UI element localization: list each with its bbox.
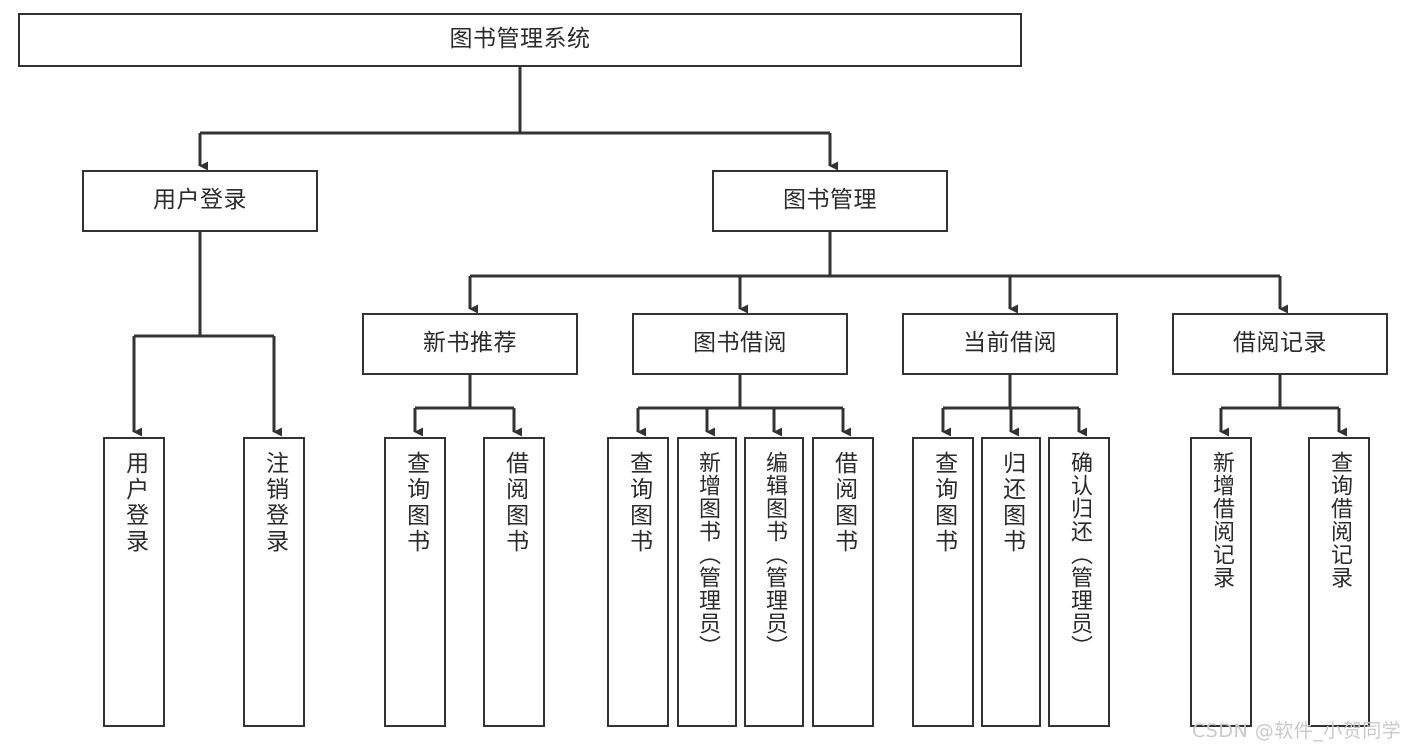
node-leaf-user-login[interactable]: 用户登录 [103,437,165,727]
node-leaf-add-book[interactable]: 新增图书（管理员） [677,437,737,727]
node-leaf-query-record[interactable]: 查询借阅记录 [1308,437,1370,727]
node-leaf-return-book[interactable]: 归还图书 [981,437,1041,727]
node-new-book-recommend[interactable]: 新书推荐 [362,313,578,375]
node-user-login[interactable]: 用户登录 [82,170,318,232]
node-leaf-edit-book[interactable]: 编辑图书（管理员） [744,437,804,727]
csdn-watermark: CSDN @软件_小贺同学 [1192,720,1402,742]
node-leaf-user-logout-label: 注销登录 [261,451,288,555]
node-leaf-return-book-label: 归还图书 [998,451,1025,555]
node-leaf-user-logout[interactable]: 注销登录 [243,437,305,727]
node-leaf-confirm-return[interactable]: 确认归还（管理员） [1048,437,1110,727]
node-book-borrow-label: 图书借阅 [693,330,787,357]
node-leaf-query-record-label: 查询借阅记录 [1326,451,1352,589]
node-leaf-add-record[interactable]: 新增借阅记录 [1190,437,1252,727]
node-leaf-query-book-3[interactable]: 查询图书 [912,437,974,727]
node-leaf-query-book-2[interactable]: 查询图书 [607,437,669,727]
node-leaf-query-book-1-label: 查询图书 [402,451,429,555]
node-root[interactable]: 图书管理系统 [18,13,1022,67]
node-book-manage-label: 图书管理 [783,187,877,214]
node-current-borrow-label: 当前借阅 [963,330,1057,357]
node-leaf-confirm-return-label: 确认归还（管理员） [1066,451,1092,658]
node-leaf-borrow-book-2-label: 借阅图书 [830,451,857,555]
node-root-label: 图书管理系统 [449,26,591,53]
node-leaf-borrow-book-2[interactable]: 借阅图书 [812,437,874,727]
node-borrow-record[interactable]: 借阅记录 [1172,313,1388,375]
node-leaf-add-record-label: 新增借阅记录 [1208,451,1234,589]
node-leaf-add-book-label: 新增图书（管理员） [694,451,720,658]
node-new-book-recommend-label: 新书推荐 [423,330,517,357]
node-leaf-query-book-1[interactable]: 查询图书 [384,437,446,727]
node-leaf-edit-book-label: 编辑图书（管理员） [761,451,787,658]
node-borrow-record-label: 借阅记录 [1233,330,1327,357]
node-book-manage[interactable]: 图书管理 [712,170,948,232]
node-leaf-borrow-book-1-label: 借阅图书 [501,451,528,555]
node-book-borrow[interactable]: 图书借阅 [632,313,848,375]
node-leaf-query-book-3-label: 查询图书 [930,451,957,555]
node-leaf-query-book-2-label: 查询图书 [625,451,652,555]
node-user-login-label: 用户登录 [153,187,247,214]
node-leaf-borrow-book-1[interactable]: 借阅图书 [483,437,545,727]
node-leaf-user-login-label: 用户登录 [121,451,148,555]
node-current-borrow[interactable]: 当前借阅 [902,313,1118,375]
